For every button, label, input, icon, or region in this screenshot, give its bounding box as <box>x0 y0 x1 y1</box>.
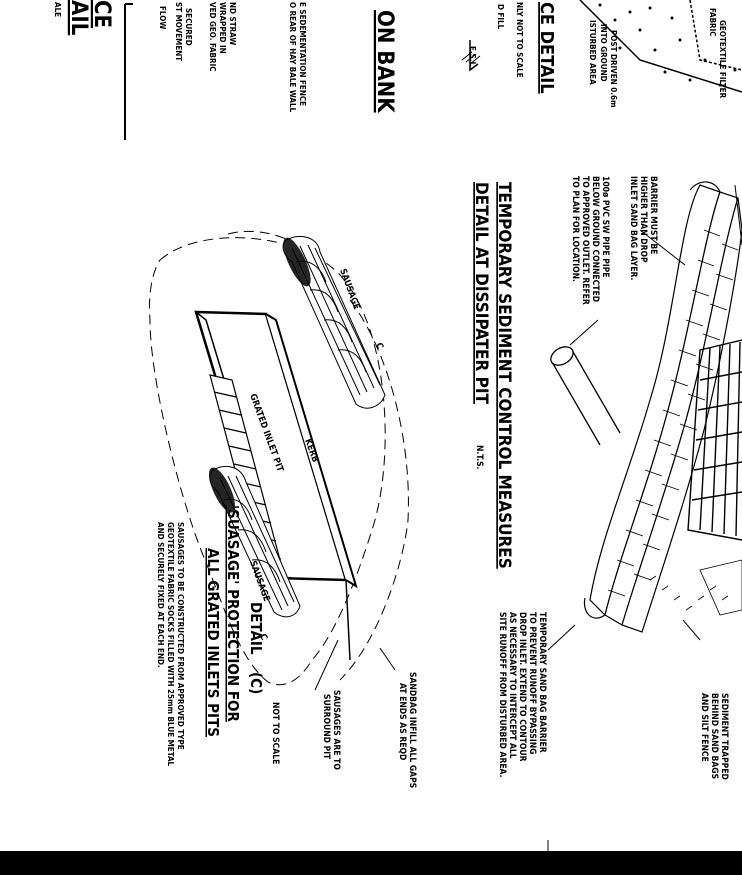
sausage-dashed-boundary <box>149 237 386 686</box>
sausage-title-2: ALL GRATED INLETS PITS <box>204 548 222 737</box>
left-ale-note: ALE <box>53 2 62 17</box>
sausage-spec-1: SAUSAGES TO BE CONSTRUCTED FROM APPROVED… <box>176 522 185 750</box>
fence-soil-dots <box>598 3 737 87</box>
sandbag-barrier <box>583 181 742 633</box>
dissipater-detail: BARRIER MUST BE HIGHER THAN DROP INLET S… <box>471 176 742 780</box>
dissipater-title-1: TEMPORARY SEDIMENT CONTROL MEASURES <box>494 182 514 569</box>
sausage-title-1: 'SUASAGE' PROTECTION FOR <box>224 505 242 723</box>
sandbag-infill-2: AT ENDS AS REQD <box>397 683 407 760</box>
left-straw-2: WRAPPED IN <box>218 2 227 54</box>
fence-detail: CE DETAIL NLY NOT TO SCALE D FILL E.S.L … <box>461 0 742 107</box>
pit-side-marks <box>649 559 742 616</box>
fence-ground-line <box>469 40 479 72</box>
trapped-note-1: SEDIMENT TRAPPED <box>719 693 729 780</box>
left-straw-1: ND STRAW <box>228 2 237 45</box>
left-straw-3: VED GEO. FABRIC <box>208 2 217 72</box>
left-secured-2: ST MOVEMENT <box>174 2 183 61</box>
left-bank-title: ON BANK <box>372 10 397 113</box>
sausage-spec-2: GEOTEXTILE FABRIC SOCKS FILLED WITH 25mm… <box>166 522 175 767</box>
sausage-leaders <box>314 639 396 691</box>
left-title-line-2: AIL <box>66 0 91 36</box>
fence-geotextile-2: FABRIC <box>708 8 717 37</box>
pipe-note-4: TO PLAN FOR LOCATION. <box>570 176 580 282</box>
fence-scale: NLY NOT TO SCALE <box>515 2 524 78</box>
sausage-spec-3: AND SECURELY FIXED AT EACH END. <box>156 522 165 668</box>
not-to-scale: NOT TO SCALE <box>270 702 280 764</box>
surround-note-1: SAUSAGES ARE TO <box>331 690 341 770</box>
pit-grate <box>687 339 742 541</box>
trapped-note-2: BEHIND SAND BAGS <box>709 693 719 779</box>
fence-disturbed: ISTURBED AREA <box>588 20 597 85</box>
trapped-note-3: AND SILT FENCE <box>699 693 709 762</box>
fence-fill: D FILL <box>496 4 505 30</box>
fence-post-label: POST DRIVEN 0.6m <box>609 30 618 107</box>
sandbag-note-4: AS NECESSARY TO INTERCEPT ALL <box>507 612 517 759</box>
sausage-bottom-fill-end <box>209 467 235 513</box>
fence-title: CE DETAIL <box>536 2 557 94</box>
sandbag-note-1: TEMPORARY SAND BAG BARRIER <box>537 612 547 753</box>
left-title-line-1: CE <box>89 0 114 28</box>
barrier-note-2: HIGHER THAN DROP <box>638 176 648 263</box>
sausage-bottom-c: C <box>257 633 268 642</box>
dissipater-title-2: DETAIL AT DISSIPATER PIT <box>471 182 491 405</box>
left-fence-note-2: O REAR OF HAY BALE WALL <box>288 2 297 113</box>
fence-filter-edge <box>689 0 742 71</box>
sausage-detail: SAUSAGE C KERB GRATED INLET PIT SAUSAGE … <box>149 230 417 788</box>
surround-note-2: SURROUND PIT <box>321 694 331 760</box>
sandbag-note-2: TO PREVENT RUNOFF BYPASSING <box>527 612 537 754</box>
sandbag-infill-1: SANDBAG INFILL ALL GAPS <box>407 672 417 788</box>
detail-label: DETAIL <box>247 602 265 655</box>
pipe-note-1: 100ø PVC SW PIPE PIPE <box>600 176 610 278</box>
barrier-note-1: BARRIER MUST BE <box>648 176 658 254</box>
sausage-bottom <box>209 466 301 618</box>
sandbag-note-5: SITE RUNOFF FROM DISTURBED AREA. <box>497 612 507 778</box>
fence-slope <box>579 0 742 93</box>
pipe-note-3: TO APPROVED OUTLET. REFER <box>580 176 590 305</box>
sandbag-note-3: DROP INLET. EXTEND TO CONTOUR <box>517 612 527 762</box>
sausage-top <box>282 236 386 409</box>
fence-hatch <box>461 51 481 65</box>
sausage-top-fill-end <box>283 237 311 287</box>
dissipater-nts: N.T.S. <box>474 445 484 470</box>
left-flow-label: FLOW <box>158 6 167 29</box>
dissipater-leaders <box>547 184 742 651</box>
detail-c-label: (C) <box>247 672 265 694</box>
outlet-pipe <box>550 346 621 446</box>
sheet-border-band <box>0 851 742 875</box>
left-column: CE AIL ALE FLOW SECURED ST MOVEMENT ND S… <box>53 0 397 140</box>
fence-into-ground: INTO GROUND <box>599 24 608 82</box>
fence-geotextile-1: GEOTEXTILE FILTER <box>718 20 727 99</box>
left-fence-note-1: E SEDEMENTATION FENCE <box>298 2 307 106</box>
left-secured-1: SECURED <box>184 8 193 46</box>
barrier-note-3: INLET SAND BAG LAYER. <box>628 176 638 281</box>
sausage-top-c: C <box>373 342 384 351</box>
pipe-note-2: BELOW GROUND CONNECTED <box>590 176 600 302</box>
